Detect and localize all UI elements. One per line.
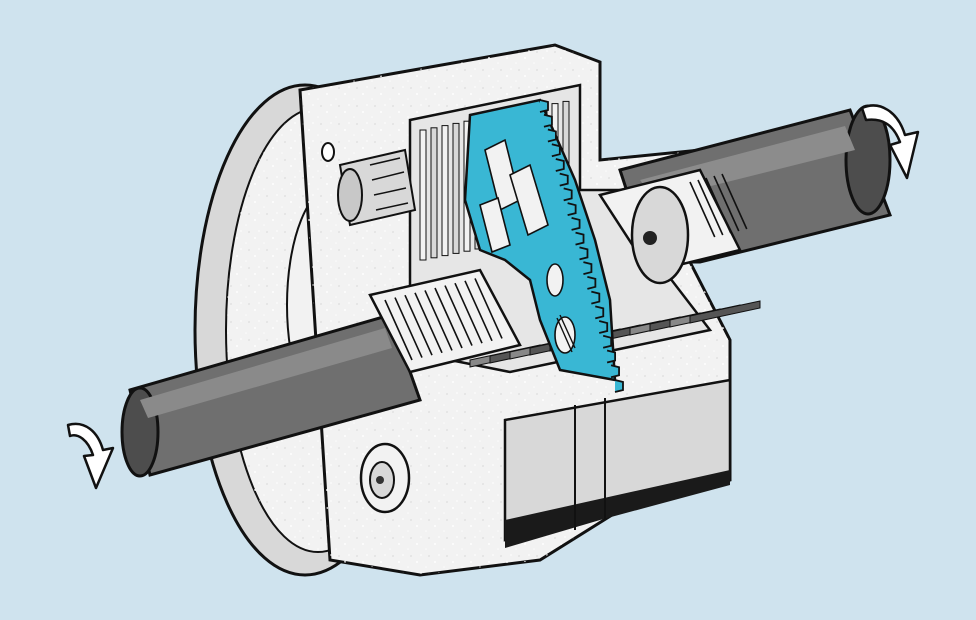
spline-hub-right: [597, 168, 748, 285]
rim-hole: [321, 142, 335, 162]
spline-tooth: [394, 297, 423, 358]
curved-rotation-arrow-left-icon: [66, 422, 115, 490]
friction-plate: [452, 122, 460, 254]
friction-plate: [430, 127, 438, 259]
spline-tooth: [384, 299, 413, 361]
gear-rotor: [463, 98, 624, 393]
spline-tooth: [424, 290, 453, 351]
spline-tooth: [689, 181, 716, 238]
spline-tooth: [434, 287, 463, 349]
friction-plate: [441, 125, 449, 257]
friction-plate: [689, 300, 761, 324]
spline-tooth: [454, 282, 483, 344]
input-shaft-left: [120, 313, 422, 478]
spline-hub-left: [368, 268, 522, 374]
spline-tooth: [444, 285, 473, 346]
friction-plate: [419, 129, 427, 261]
spline-tooth: [697, 179, 724, 236]
spline-tooth: [713, 175, 740, 232]
spline-tooth: [404, 294, 433, 356]
spline-tooth: [721, 173, 748, 230]
curved-rotation-arrow-right-icon: [860, 104, 920, 180]
spline-tooth: [474, 278, 503, 339]
adjustment-screw: [337, 148, 417, 227]
spline-tooth: [414, 292, 443, 354]
spline-tooth: [705, 177, 732, 234]
spline-tooth: [464, 280, 493, 342]
face-bolt: [359, 442, 411, 514]
